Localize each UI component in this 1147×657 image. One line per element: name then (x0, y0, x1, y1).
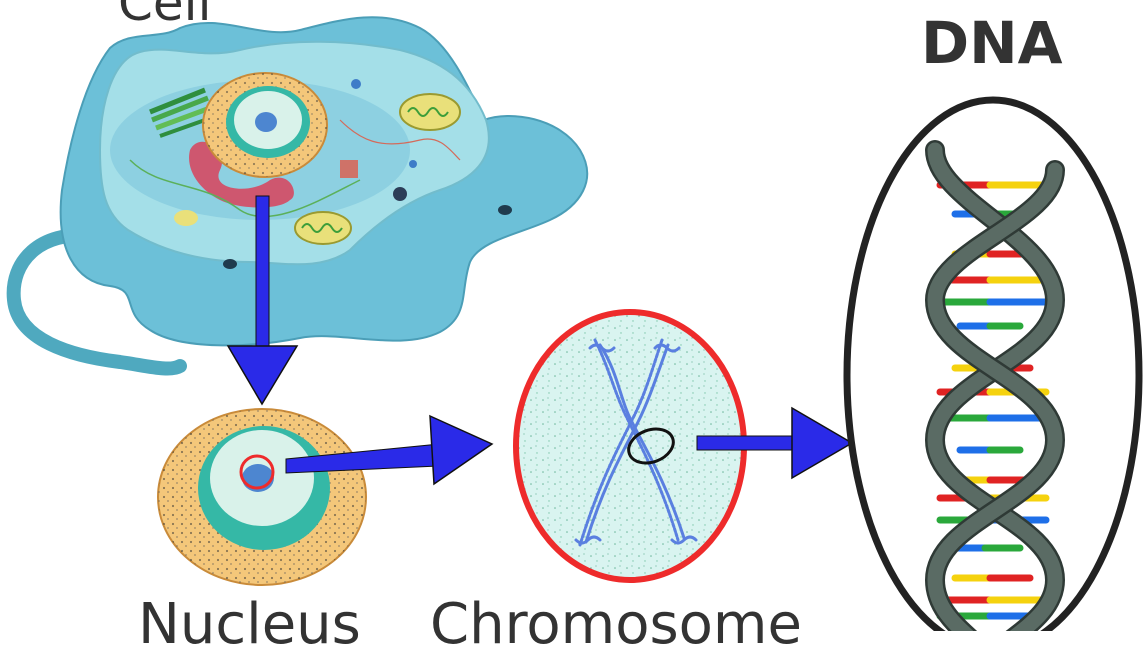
arrow-right (696, 406, 854, 480)
dna-outline-ellipse (843, 96, 1143, 631)
dna-label: DNA (921, 9, 1063, 77)
chromosome-illustration (513, 309, 747, 583)
chromosome-highlight-ellipse (627, 427, 675, 465)
diagram-canvas (6, 16, 1143, 631)
chromosome-label: Chromosome (430, 592, 802, 657)
cell-nucleus (202, 72, 328, 178)
nucleus-highlight-circle (239, 454, 275, 490)
mitochondrion-icon (399, 93, 461, 131)
nucleus-illustration (157, 408, 367, 586)
arrow-down (226, 195, 299, 406)
animal-cell-illustration (6, 16, 589, 376)
dna-backbone (924, 140, 1066, 631)
dna-double-helix-illustration (843, 96, 1143, 631)
golgi-icon (149, 87, 211, 138)
cell-label: Cell (118, 0, 212, 32)
arrow-right (285, 414, 494, 486)
nucleus-label: Nucleus (138, 592, 361, 657)
cell-tail (6, 228, 187, 376)
mitochondrion-icon (294, 211, 352, 245)
endoplasmic-reticulum (189, 141, 294, 208)
